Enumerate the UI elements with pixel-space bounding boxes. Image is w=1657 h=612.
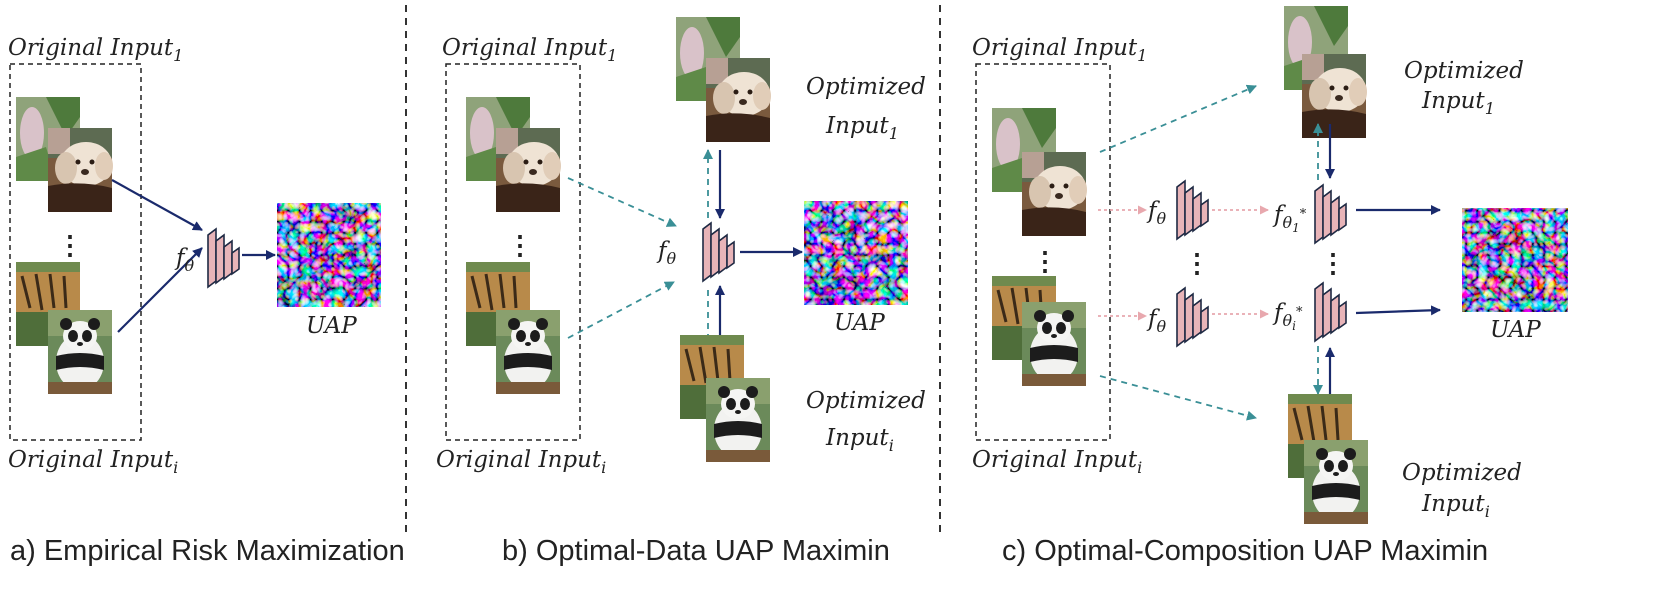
- panel-b-optimized-i-label-line2: Inputi: [825, 425, 894, 455]
- panel-c-dog-image: [1022, 152, 1087, 236]
- panel-a-uap-label: UAP: [306, 313, 357, 339]
- panel-a-caption: a) Empirical Risk Maximization: [10, 535, 405, 567]
- panel-c-ellipsis-model-a: ⋮: [1184, 248, 1210, 278]
- panel-c-input-box: [975, 63, 1111, 441]
- panel-c-network-icon-a: [1176, 180, 1209, 240]
- panel-a-uap-image: [277, 203, 381, 307]
- panel-c-original-input-1-label: Original Input1: [972, 35, 1147, 65]
- panel-c-uap-label: UAP: [1490, 317, 1541, 343]
- panel-c-model-d-label: fθi*: [1272, 300, 1303, 333]
- panel-c-arrow-output-i: [1355, 305, 1441, 316]
- panel-a-input-box: [9, 63, 142, 441]
- panel-c: Original Input1 ⋮ Original Inputi fθ ⋮ f…: [972, 6, 1568, 567]
- panel-c-dashed-arrow-to-optimized-1: [1099, 84, 1257, 153]
- panel-b-caption: b) Optimal-Data UAP Maximin: [502, 535, 890, 567]
- panel-c-optimized-dog-image: [1302, 54, 1367, 138]
- panel-b-optimized-panda-image: [706, 378, 770, 462]
- panel-b-panda-image: [496, 310, 560, 394]
- panel-b-dashed-arrow-bottom: [567, 281, 675, 339]
- panel-c-optimized-1-label-line1: Optimized: [1404, 58, 1524, 84]
- panel-b-optimized-1-label-line1: Optimized: [806, 74, 926, 100]
- panel-a-panda-image: [48, 310, 112, 394]
- panel-c-ellipsis-model-c: ⋮: [1320, 248, 1346, 278]
- panel-c-dashed-arrow-to-optimized-i: [1099, 375, 1257, 421]
- panel-b-optimized-i-label-line1: Optimized: [806, 388, 926, 414]
- panel-c-network-icon-c: [1314, 184, 1347, 244]
- panel-a-ellipsis: ⋮: [57, 230, 83, 260]
- panel-b-dashed-arrow-top: [567, 177, 677, 227]
- panel-b-network-icon: [702, 222, 735, 282]
- panel-c-optimized-i-label-line2: Inputi: [1421, 491, 1490, 521]
- panel-b-optimized-dog-image: [706, 58, 771, 142]
- panel-c-panda-image: [1022, 302, 1086, 386]
- panel-c-network-icon-b: [1176, 287, 1209, 347]
- panel-c-model-c-label: fθ1*: [1272, 202, 1307, 235]
- panel-b-original-input-1-label: Original Input1: [442, 35, 617, 65]
- panel-c-uap-image: [1462, 208, 1568, 312]
- panel-a-network-icon: [207, 228, 240, 288]
- panel-a-model-label: fθ: [174, 245, 195, 275]
- panel-a-arrow-top: [111, 179, 203, 231]
- panel-c-optimized-1-label-line2: Input1: [1421, 88, 1495, 118]
- panel-a-dog-image: [48, 128, 113, 212]
- panel-c-model-a-label: fθ: [1146, 198, 1167, 228]
- panel-c-ellipsis: ⋮: [1032, 246, 1058, 276]
- panel-c-caption: c) Optimal-Composition UAP Maximin: [1002, 535, 1488, 567]
- panel-b-uap-label: UAP: [834, 310, 885, 336]
- panel-b-uap-image: [804, 201, 908, 305]
- panel-b: Original Input1 ⋮ Original Inputi Optimi…: [436, 17, 926, 567]
- panel-c-network-icon-d: [1314, 282, 1347, 342]
- panel-b-model-label: fθ: [656, 238, 677, 268]
- panel-c-optimized-i-label-line1: Optimized: [1402, 460, 1522, 486]
- panel-c-model-b-label: fθ: [1146, 306, 1167, 336]
- panel-b-input-box: [445, 63, 581, 441]
- panel-a: Original Input1 ⋮ Original Inputi fθ UAP…: [8, 35, 405, 567]
- panel-b-ellipsis: ⋮: [507, 230, 533, 260]
- panel-b-dog-image: [496, 128, 561, 212]
- panel-a-arrow-bottom: [117, 247, 203, 333]
- panel-b-optimized-1-label-line2: Input1: [825, 113, 899, 143]
- panel-c-optimized-panda-image: [1304, 440, 1368, 524]
- panel-a-original-input-i-label: Original Inputi: [8, 447, 178, 477]
- panel-b-original-input-i-label: Original Inputi: [436, 447, 606, 477]
- panel-a-original-input-1-label: Original Input1: [8, 35, 183, 65]
- panel-c-original-input-i-label: Original Inputi: [972, 447, 1142, 477]
